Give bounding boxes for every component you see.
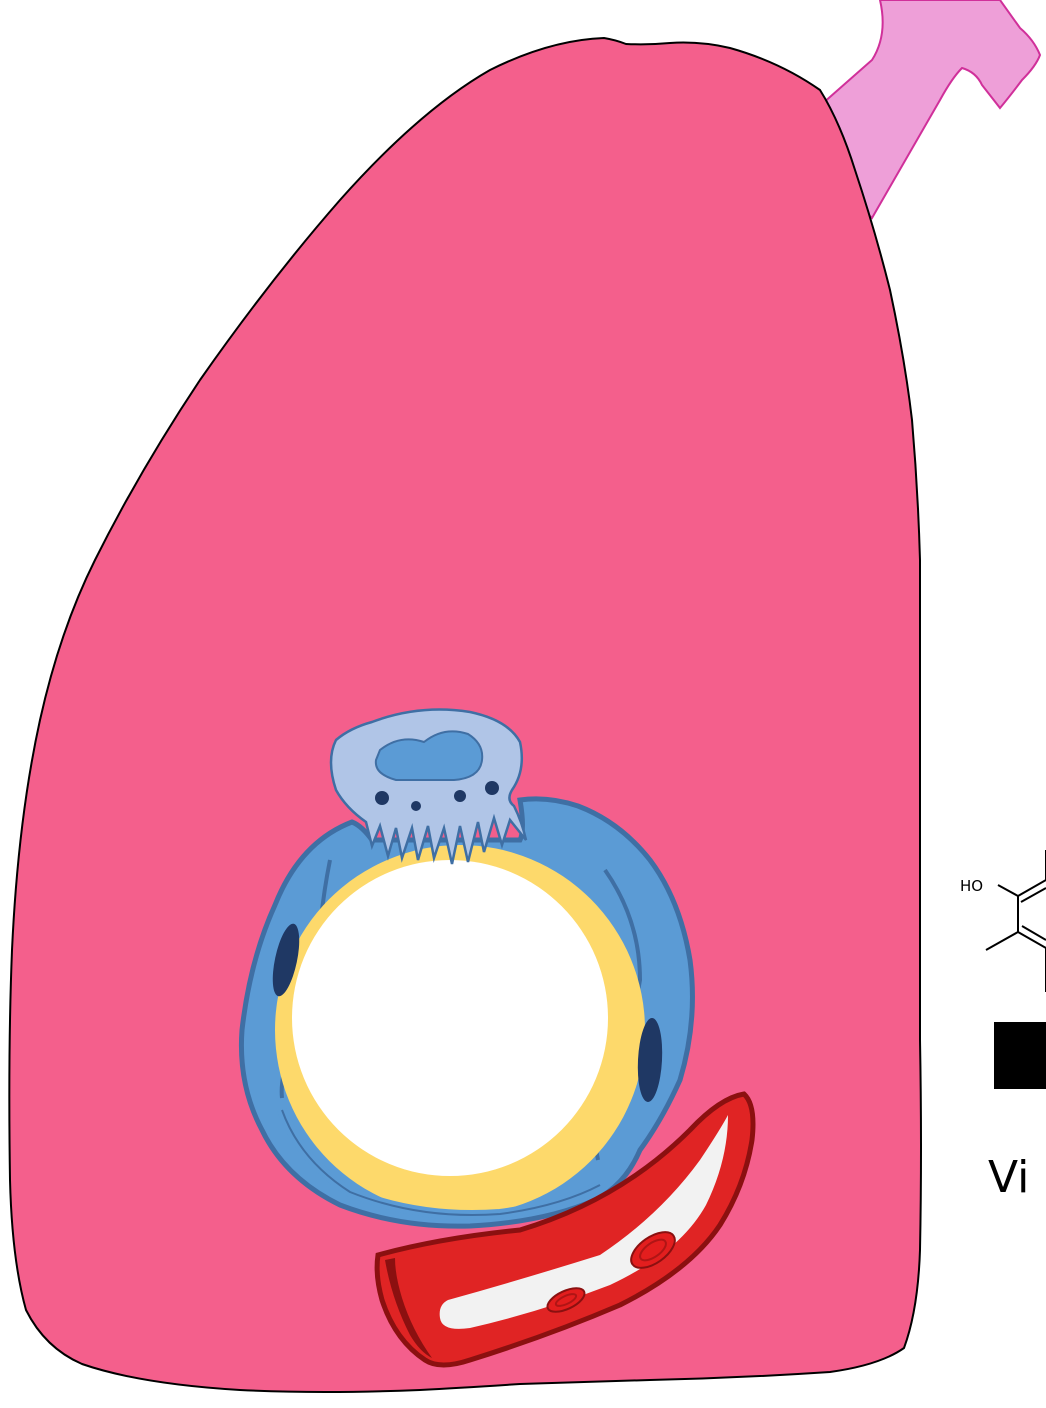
alveolus-icon — [241, 799, 692, 1226]
granule-icon — [485, 781, 499, 795]
granule-icon — [375, 791, 389, 805]
vitamin-e-molecule-icon — [986, 850, 1046, 992]
legend-swatch-icon — [994, 1022, 1046, 1089]
hydroxyl-label: HO — [960, 877, 983, 895]
caption-label: Vi — [988, 1152, 1029, 1203]
granule-icon — [454, 790, 466, 802]
granule-icon — [411, 801, 421, 811]
